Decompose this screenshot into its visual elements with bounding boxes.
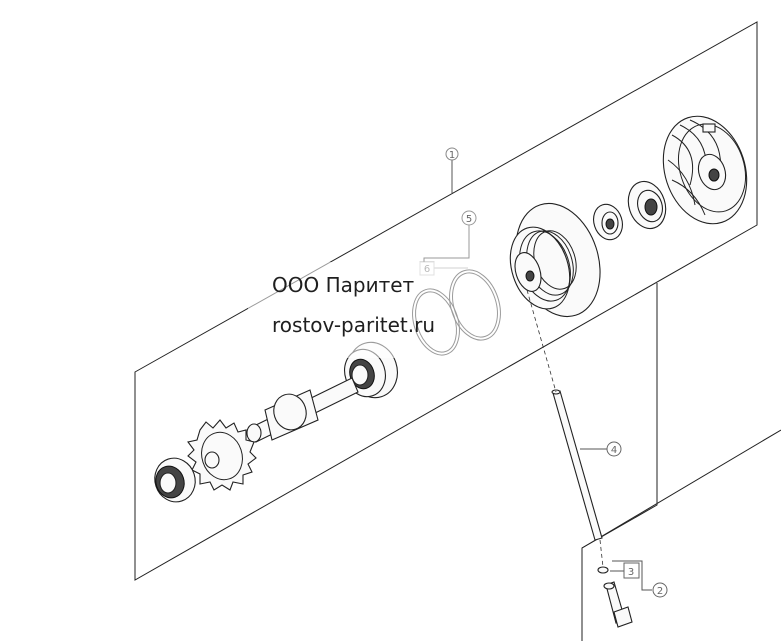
assembly-outline [134,21,758,581]
centre-line-lower [599,539,604,568]
bearing-left [154,457,196,503]
watermark-band [248,262,503,358]
callout-3-label: 3 [628,567,634,578]
callout-5: 5 [461,210,477,226]
callout-5-label: 5 [466,214,472,225]
watermark-website: rostov-paritet.ru [272,313,435,337]
callout-1-label: 1 [449,150,455,161]
sub-assembly-outline [581,283,658,641]
watermark-company: ООО Паритет [272,273,415,297]
gear [187,419,257,491]
callout-1: 1 [445,147,459,161]
callout-3: 3 [623,562,640,579]
shaft [246,377,359,443]
centre-line-vertical [526,289,557,393]
seal-housing [509,202,601,318]
callout-2: 2 [652,582,668,598]
callout-4: 4 [606,441,622,457]
seal-ring [627,180,667,230]
leader-5 [423,225,470,265]
grease-fitting [597,566,633,628]
impeller [662,115,748,225]
leader-2b [612,560,643,571]
callout-4-label: 4 [611,445,617,456]
lower-panel-outline [581,429,781,549]
nut [593,203,623,241]
callout-2-label: 2 [657,586,663,597]
rod [551,389,603,541]
leader-2 [641,571,652,591]
